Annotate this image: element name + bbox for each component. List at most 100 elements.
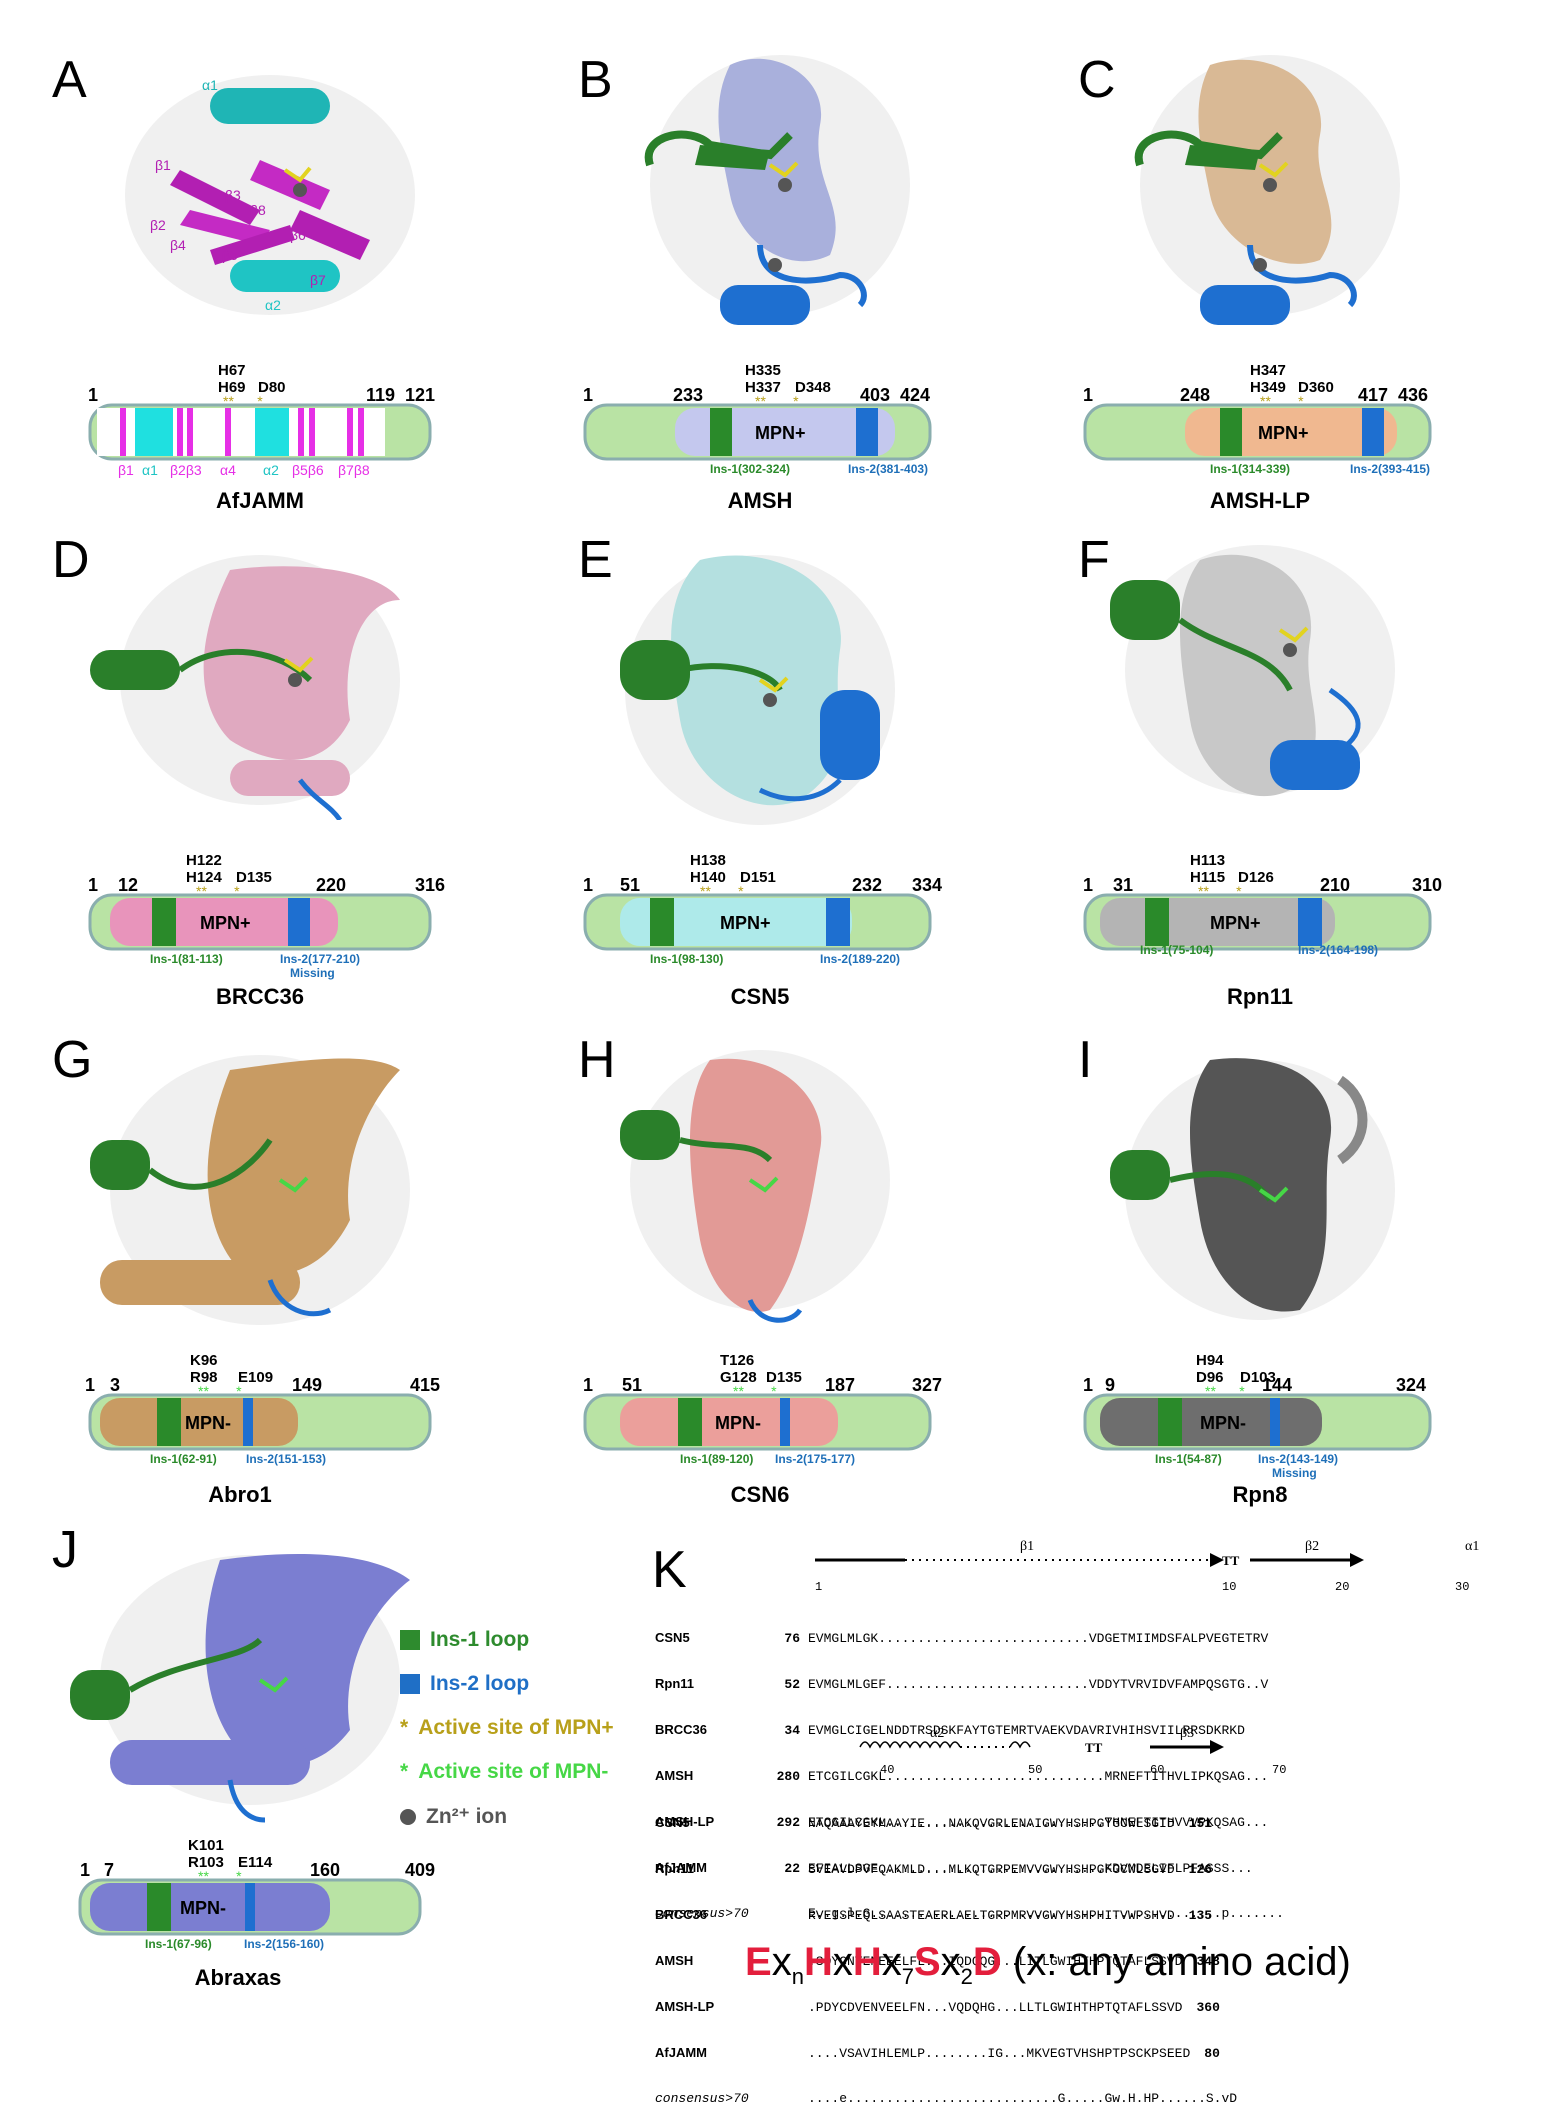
structure-rpn11 (1110, 545, 1395, 797)
aln2-row-consensus: consensus>70....e.......................… (655, 2091, 1238, 2106)
alignment-ss-top: β1 TT β2 α1 1 10 20 30 (815, 1539, 1479, 1594)
rpn8-missing: Missing (1272, 1466, 1317, 1480)
brcc36-missing: Missing (290, 966, 335, 980)
abraxas-res-2: R103 (188, 1854, 224, 1871)
domain-name-csn6: CSN6 (730, 1482, 790, 1507)
amsh-lp-mpn-label: MPN+ (1258, 423, 1309, 443)
csn6-mpn-start: 51 (622, 1375, 643, 1395)
csn6-res-2: G128 (720, 1369, 757, 1386)
brcc36-star: ** * (196, 883, 240, 899)
aln2-row-amsh: AMSH.SDYCNTENEEELFL...IQDQQG...LITLGWIHT… (655, 1953, 1220, 1969)
afjamm-res-1: H67 (218, 362, 246, 379)
amsh-ins2-end: 403 (860, 385, 891, 405)
abro1-res-3: E109 (238, 1369, 274, 1386)
legend-zn-label: Zn²⁺ ion (426, 1805, 508, 1828)
domain-name-rpn11: Rpn11 (1226, 984, 1294, 1009)
afjamm-start: 1 (88, 385, 99, 405)
rpn8-mpn-start: 9 (1105, 1375, 1116, 1395)
domain-name-abro1: Abro1 (208, 1482, 272, 1507)
ss-beta3: β3 (1180, 1726, 1194, 1741)
motif-x3: x (881, 1940, 902, 1984)
legend-mpn-plus-label: Active site of MPN+ (418, 1716, 614, 1739)
ruler-40: 40 (880, 1763, 894, 1777)
ss-alpha2: α2 (930, 1726, 944, 1741)
rpn11-end: 310 (1412, 875, 1443, 895)
legend-ins1: Ins-1 loop (400, 1628, 529, 1652)
csn5-start: 1 (583, 875, 594, 895)
legend-ins2-swatch (400, 1674, 420, 1694)
rpn11-mpn-start: 31 (1113, 875, 1134, 895)
structure-amsh-lp (1134, 55, 1400, 325)
domain-name-brcc36: BRCC36 (215, 984, 305, 1009)
motif-h2: H (852, 1940, 882, 1984)
csn5-ins1: Ins-1(98-130) (650, 952, 724, 966)
afjamm-res-2: H69 (218, 379, 246, 396)
label-beta1: β1 (155, 157, 171, 173)
afjamm-ss-b2b3: β2β3 (170, 462, 202, 478)
csn5-mpn-label: MPN+ (720, 913, 771, 933)
abraxas-ins2: Ins-2(156-160) (244, 1937, 325, 1951)
ruler-10: 10 (1222, 1580, 1236, 1594)
amsh-res-3: D348 (795, 379, 831, 396)
rpn11-start: 1 (1083, 875, 1094, 895)
structure-abraxas (70, 1554, 410, 1823)
alignment-ss-bottom: α2 TT β3 40 50 60 70 (859, 1726, 1286, 1777)
rpn8-res-1: H94 (1196, 1352, 1224, 1369)
afjamm-star: ** * (223, 393, 263, 409)
panel-letter-e: E (578, 531, 613, 589)
amsh-lp-start: 1 (1083, 385, 1094, 405)
rpn11-star: ** * (1198, 883, 1242, 899)
abraxas-star: ** * (198, 1868, 242, 1884)
abro1-end: 415 (410, 1375, 441, 1395)
amsh-lp-end: 436 (1398, 385, 1429, 405)
ruler-20: 20 (1335, 1580, 1349, 1594)
abro1-ins2-end: 149 (292, 1375, 323, 1395)
legend-ins2-label: Ins-2 loop (430, 1672, 530, 1695)
brcc36-ins2: Ins-2(177-210) (280, 952, 361, 966)
domain-name-abraxas: Abraxas (194, 1965, 282, 1990)
afjamm-ss-a4: α4 (220, 462, 236, 478)
amsh-end: 424 (900, 385, 931, 405)
csn6-mpn-label: MPN- (715, 1413, 761, 1433)
panel-letter-h: H (578, 1031, 616, 1089)
ss-tt2: TT (1085, 1740, 1103, 1755)
brcc36-res-3: D135 (236, 869, 272, 886)
brcc36-res-1: H122 (186, 852, 222, 869)
panel-letter-d: D (52, 531, 90, 589)
amsh-lp-res-1: H347 (1250, 362, 1286, 379)
brcc36-start: 1 (88, 875, 99, 895)
amsh-ins1: Ins-1(302-324) (710, 462, 791, 476)
domain-bar-abro1 (85, 1355, 435, 1460)
afjamm-ss-a2: α2 (263, 462, 279, 478)
panel-letter-b: B (578, 51, 613, 109)
domain-name-csn5: CSN5 (730, 984, 790, 1009)
domain-name-amsh: AMSH (727, 488, 793, 513)
csn5-mpn-start: 51 (620, 875, 641, 895)
motif-n: n (791, 1964, 804, 1989)
label-beta6: β6 (290, 227, 306, 243)
label-beta3: β3 (225, 187, 241, 203)
panel-letter-g: G (52, 1031, 93, 1089)
amsh-res-1: H335 (745, 362, 781, 379)
rpn11-mpn-label: MPN+ (1210, 913, 1261, 933)
rpn8-mpn-label: MPN- (1200, 1413, 1246, 1433)
brcc36-ins1: Ins-1(81-113) (150, 952, 223, 966)
motif-suffix: (x: any amino acid) (1001, 1940, 1351, 1984)
afjamm-ss-b7b8: β7β8 (338, 462, 370, 478)
domain-bar-afjamm (85, 365, 435, 470)
ss-alpha1: α1 (1465, 1539, 1479, 1554)
abraxas-res-3: E114 (238, 1854, 273, 1871)
ruler-1: 1 (815, 1580, 822, 1594)
label-alpha2: α2 (265, 297, 281, 313)
domain-name-amsh-lp: AMSH-LP (1209, 488, 1311, 513)
brcc36-res-2: H124 (186, 869, 222, 886)
abro1-ins2: Ins-2(151-153) (246, 1452, 327, 1466)
rpn11-ins2-end: 210 (1320, 875, 1351, 895)
